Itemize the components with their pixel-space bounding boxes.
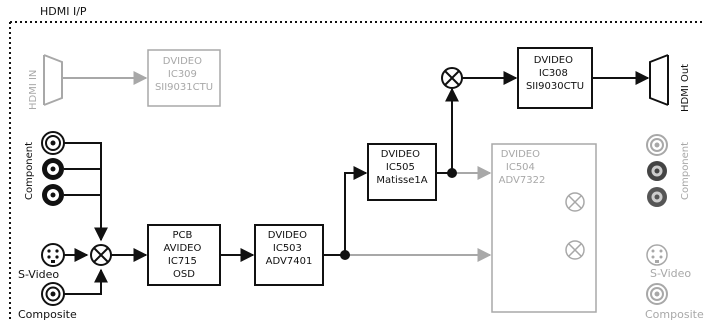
ic503-block [254,224,324,286]
ic308-line-3: SII9030CTU [526,81,584,92]
hdmi-out-label: HDMI Out [680,64,691,112]
ic505-junction-dot [447,168,457,178]
ic504-mixer-upper-icon [565,192,585,212]
ic715-line-1: PCB [172,230,192,241]
svg-text:DVIDEO IC503 ADV7401: DVIDEO IC503 ADV7401 [266,230,313,267]
ic309-block [147,49,221,107]
ic309-line-1: DVIDEO [163,56,202,67]
component-input-label: Component [24,142,35,200]
ic504-line-1: DVIDEO [501,149,540,160]
ic503-line-2: IC503 [273,243,302,254]
svg-text:DVIDEO IC308 SII9030CT: DVIDEO IC308 SII9030CTU [526,55,584,92]
svg-text:DVIDEO IC505 Matisse1A: DVIDEO IC505 Matisse1A [376,149,427,186]
ic308-block [517,47,593,109]
ic715-line-3: IC715 [168,256,197,267]
ic504-line-2: IC504 [506,162,535,173]
ic715-line-4: OSD [173,269,195,280]
ic504-mixer-lower-icon [565,240,585,260]
composite-output-jack-icon [646,283,668,305]
svideo-input-jack-icon [41,243,65,267]
ic505-line-3: Matisse1A [376,175,427,186]
ic504-line-3: ADV7322 [499,175,546,186]
ic503-to-ic505-arrow [344,166,368,255]
svg-text:DVIDEO IC309 SII9031CT: DVIDEO IC309 SII9031CTU [155,56,213,93]
svg-text:PCB AVIDEO IC715 O: PCB AVIDEO IC715 OSD [163,230,204,280]
composite-input-jack-icon [41,282,65,306]
component-output-jacks-icon [646,134,668,207]
ic309-line-3: SII9031CTU [155,82,213,93]
ic505-line-1: DVIDEO [381,149,420,160]
input-mixer-icon [90,244,112,266]
diagram-frame [9,21,704,322]
component-output-label: Component [680,142,691,200]
hdmi-out-port-icon [649,54,669,106]
input-wiring [64,142,108,295]
hdmi-in-label: HDMI IN [28,70,39,110]
component-input-jacks-icon [41,131,65,206]
svideo-input-label: S-Video [18,268,59,281]
diagram-title: HDMI I/P [40,5,87,18]
ic504-block [491,143,597,313]
ic309-line-2: IC309 [168,69,197,80]
ic715-block [147,224,221,286]
split-junction-dot [340,250,350,260]
ic505-line-2: IC505 [386,162,415,173]
composite-output-label: Composite [645,308,704,321]
ic505-block [367,143,437,201]
ic308-line-1: DVIDEO [534,55,573,66]
output-mixer-icon [441,67,463,89]
hdmi-in-port-icon [43,54,63,106]
ic715-line-2: AVIDEO [163,243,201,254]
svideo-output-label: S-Video [650,267,691,280]
svg-text:DVIDEO IC504 ADV7322: DVIDEO IC504 ADV7322 [499,149,546,186]
ic503-line-3: ADV7401 [266,256,313,267]
svideo-output-jack-icon [646,244,668,266]
ic308-line-2: IC308 [539,68,568,79]
composite-input-label: Composite [18,308,77,321]
ic503-line-1: DVIDEO [268,230,307,241]
